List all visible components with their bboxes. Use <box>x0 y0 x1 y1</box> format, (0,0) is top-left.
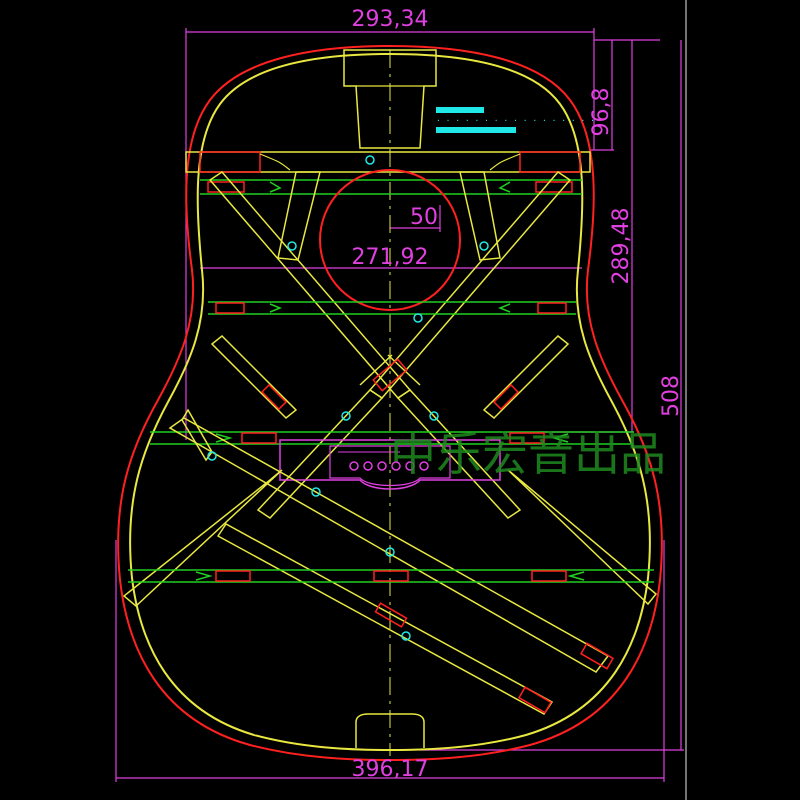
green-brace-lower-end-left <box>241 432 277 444</box>
green-brace-middle-end-left <box>215 302 245 314</box>
upper-transverse-brace <box>185 151 591 173</box>
tail-block <box>355 713 425 748</box>
label-bar-bottom <box>436 127 516 133</box>
green-brace-middle <box>208 301 576 315</box>
side-tone-bars <box>210 334 570 420</box>
dim-bottom-width-label: 396,17 <box>352 757 429 782</box>
x-braces <box>208 171 572 519</box>
green-brace-bottom-seg-2 <box>373 570 409 582</box>
green-brace-bottom-seg-1 <box>215 570 251 582</box>
side-tone-bar-tips <box>260 383 520 411</box>
lower-brace-red-segments <box>374 602 615 714</box>
bridge-plate <box>279 439 501 490</box>
green-brace-upper <box>200 179 582 195</box>
dim-top-width-label: 293,34 <box>352 7 429 32</box>
green-brace-upper-end-left <box>207 181 245 193</box>
bridge-pins <box>349 461 429 471</box>
green-brace-lower <box>150 431 634 445</box>
green-brace-upper-end-right <box>535 181 573 193</box>
screw-markers <box>207 155 489 641</box>
dimension-lines <box>115 28 684 782</box>
watermark-text: 中乐宏音出品 <box>390 427 666 481</box>
dim-bout-line-label: 271,92 <box>352 245 429 270</box>
green-brace-bottom-seg-3 <box>531 570 567 582</box>
sound-hole <box>319 169 461 311</box>
dim-hole-offset-label: 50 <box>410 205 438 230</box>
neck-block <box>343 49 437 149</box>
label-bar-top <box>436 107 484 113</box>
label-small-text: · · · · · · · · · · · · · · · · · <box>436 116 595 125</box>
green-brace-bottom <box>128 569 654 583</box>
body-binding-outline <box>117 44 663 762</box>
green-brace-lower-end-right <box>509 432 545 444</box>
x-brace-red-tips <box>372 358 408 392</box>
dim-upper-height-label: 96,8 <box>589 88 614 137</box>
dim-mid-height-label: 289,48 <box>609 208 634 285</box>
green-brace-middle-end-right <box>537 302 567 314</box>
dim-total-height-label: 508 <box>659 375 684 417</box>
